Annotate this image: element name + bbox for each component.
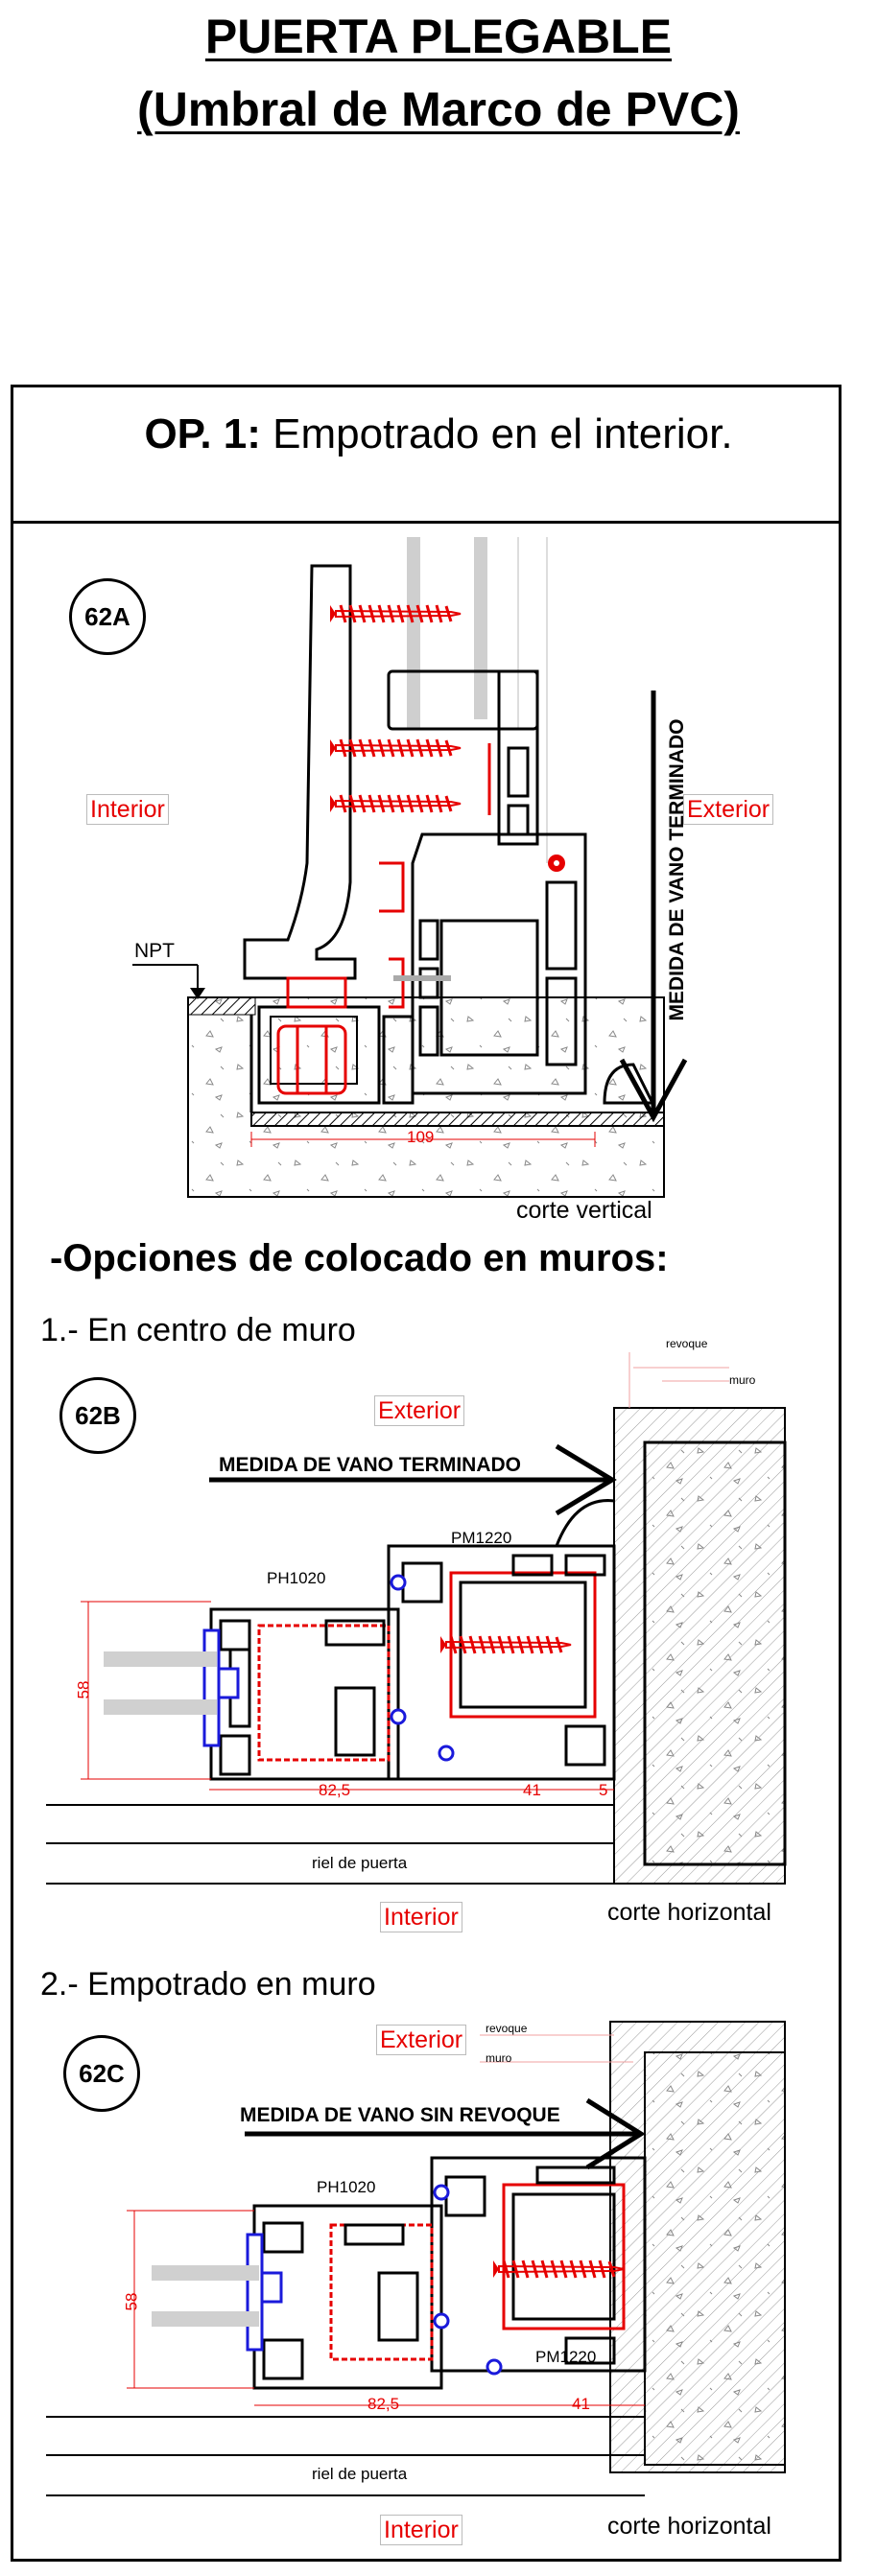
dim-58: 58 [74,1680,93,1699]
page-title: PUERTA PLEGABLE [204,10,673,63]
caption-horizontal: corte horizontal [607,1899,771,1926]
measure-label: MEDIDA DE VANO SIN REVOQUE [240,2104,560,2126]
section-62c [46,2021,786,2496]
section-62a [132,537,688,1198]
npt-label: NPT [134,940,175,962]
dim-5: 5 [599,1781,608,1799]
header-divider [11,521,841,524]
exterior-label: Exterior [376,2025,467,2055]
dim-109: 109 [407,1128,435,1146]
exterior-label: Exterior [683,794,774,825]
option2-heading: 2.- Empotrado en muro [40,1966,376,2002]
detail-badge-62c: 62C [63,2035,140,2112]
exterior-label: Exterior [374,1395,465,1426]
dim-58: 58 [122,2292,141,2311]
revoque-label: revoque [486,2022,528,2035]
detail-badge-62a: 62A [69,578,146,655]
option-title: OP. 1: Empotrado en el interior. [144,410,733,457]
interior-label: Interior [86,794,169,825]
vertical-measure-label: MEDIDA DE VANO TERMINADO [666,718,688,1021]
muro-label: muro [729,1373,756,1387]
pm1220-label: PM1220 [451,1529,512,1547]
dim-41: 41 [523,1781,541,1799]
dim-82-5: 82,5 [319,1781,351,1799]
pm1220-label: PM1220 [535,2348,597,2366]
measure-label: MEDIDA DE VANO TERMINADO [219,1454,521,1476]
content-frame [11,385,841,2562]
option1-heading: 1.- En centro de muro [40,1312,356,1348]
detail-badge-62b: 62B [59,1377,136,1454]
rail-label: riel de puerta [312,2465,408,2483]
interior-label: Interior [380,1902,462,1932]
muro-label: muro [486,2051,512,2065]
rail-label: riel de puerta [312,1854,408,1872]
dim-41: 41 [572,2395,590,2413]
caption-vertical: corte vertical [516,1197,652,1224]
page-subtitle: (Umbral de Marco de PVC) [137,82,740,136]
interior-label: Interior [380,2515,462,2545]
ph1020-label: PH1020 [267,1569,326,1587]
section-62b [46,1352,787,1885]
section-heading: -Opciones de colocado en muros: [50,1237,669,1279]
dim-82-5: 82,5 [367,2395,400,2413]
ph1020-label: PH1020 [317,2178,376,2196]
revoque-label: revoque [666,1337,708,1350]
caption-horizontal: corte horizontal [607,2513,771,2540]
